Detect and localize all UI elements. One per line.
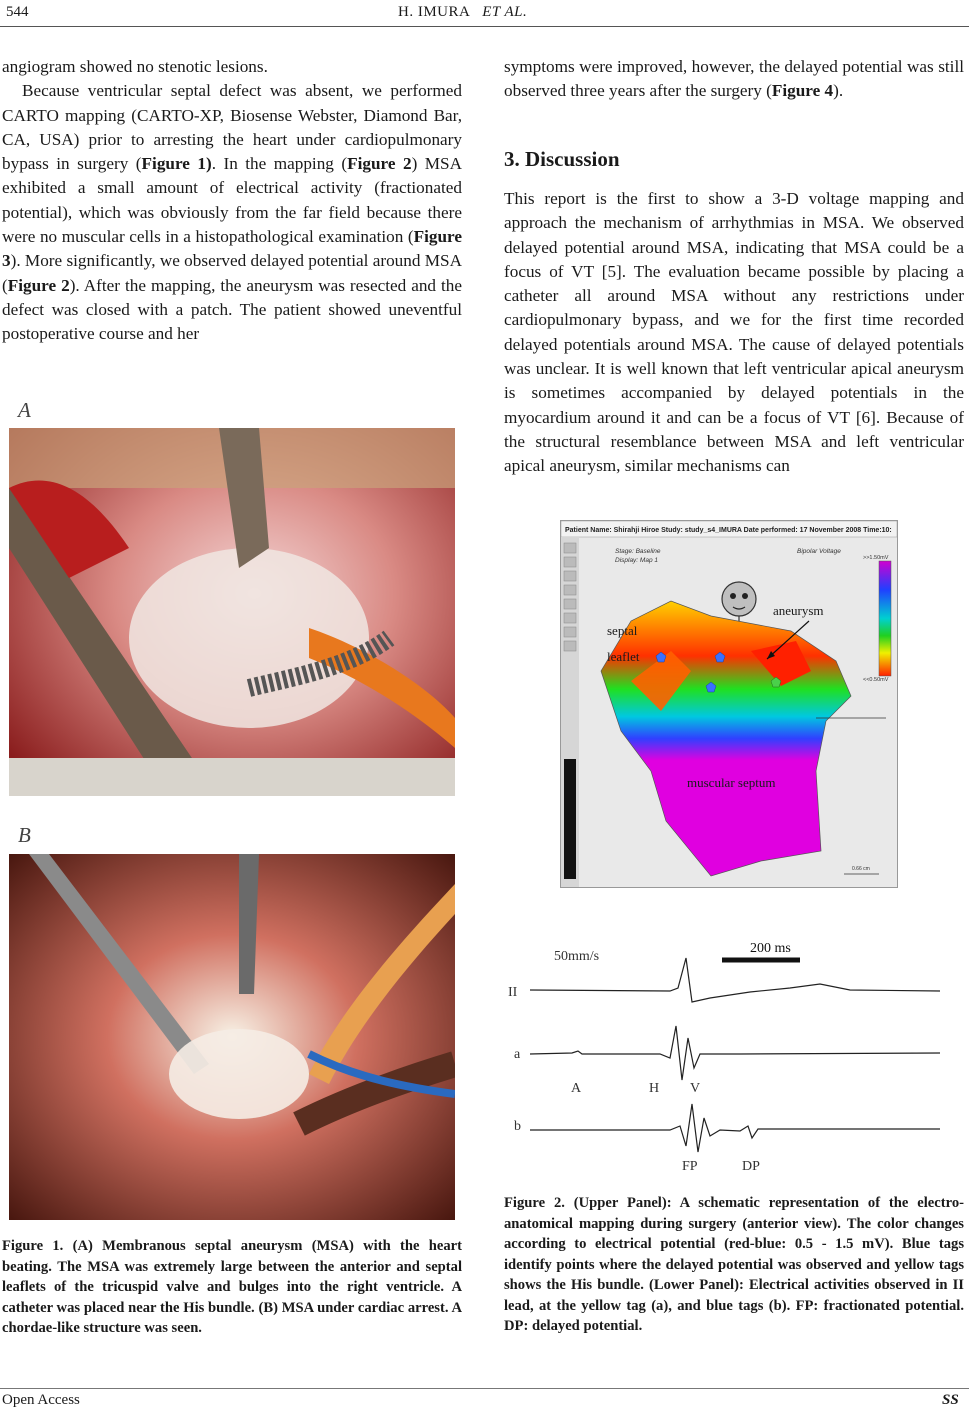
map-header-text: Patient Name: Shirahji Hiroe Study: stud… (565, 527, 892, 534)
figure-ref[interactable]: Figure 2 (7, 275, 70, 295)
lead-label-ii: II (508, 985, 518, 1000)
mark-v: V (690, 1081, 700, 1096)
figure-ref[interactable]: Figure 1) (141, 154, 212, 174)
mark-dp: DP (742, 1159, 760, 1174)
figure1-caption: Figure 1. (A) Membranous septal aneurysm… (2, 1238, 462, 1336)
page-number: 544 (6, 4, 29, 20)
figure2-ecg-panel: 50mm/s 200 ms II a A H V b FP DP (500, 930, 966, 1180)
left-column-text: angiogram showed no stenotic lesions. Be… (2, 55, 462, 347)
mark-fp: FP (682, 1159, 698, 1174)
map-scale-bottom: <<0.50mV (863, 677, 889, 683)
map-label-muscular-septum: muscular septum (687, 775, 775, 790)
mark-h: H (649, 1081, 659, 1096)
footer-open-access: Open Access (2, 1392, 80, 1408)
map-label-septal: septal (607, 623, 638, 638)
map-label-leaflet: leaflet (607, 649, 640, 664)
figure2-caption: Figure 2. (Upper Panel): A schematic rep… (504, 1195, 964, 1334)
figure1-photo-a (9, 428, 455, 796)
ecg-trace-a (529, 1025, 941, 1081)
footer-rule (0, 1388, 969, 1389)
paragraph-continuation: symptoms were improved, however, the del… (504, 57, 964, 101)
figure2-map-panel: Patient Name: Shirahji Hiroe Study: stud… (560, 520, 898, 888)
header-rule (0, 26, 969, 27)
ecg-trace-b (530, 1103, 940, 1153)
footer-journal: SS (942, 1392, 959, 1408)
map-scale-top: >>1.50mV (863, 555, 889, 561)
running-title-etal: ET AL. (482, 4, 528, 20)
discussion-paragraph: This report is the first to show a 3-D v… (504, 189, 964, 476)
figure-ref[interactable]: Figure 2 (347, 154, 412, 174)
map-label-aneurysm: aneurysm (773, 603, 824, 618)
lead-label-a: a (514, 1047, 521, 1062)
section-heading: 3. Discussion (504, 147, 620, 171)
right-column-top-text: symptoms were improved, however, the del… (504, 55, 964, 104)
figure-ref[interactable]: Figure 4 (771, 81, 834, 101)
map-mode: Bipolar Voltage (797, 548, 841, 555)
paragraph-2: Because ventricular septal defect was ab… (2, 81, 463, 344)
ecg-trace-ii (529, 957, 941, 1003)
lead-label-b: b (514, 1119, 521, 1134)
figure1-photo-b (9, 854, 455, 1220)
figure1-label-b: B (18, 823, 31, 847)
map-display: Display: Map 1 (615, 557, 658, 564)
map-scale-bar: 0.66 cm (852, 866, 870, 872)
figure-ref[interactable]: Figure 3 (2, 227, 462, 271)
ecg-speed: 50mm/s (554, 949, 599, 964)
mark-a: A (571, 1081, 582, 1096)
paragraph-1: angiogram showed no stenotic lesions. (2, 57, 268, 76)
figure1-label-a: A (18, 398, 31, 422)
running-title: H. IMURA ET AL. (398, 4, 527, 21)
running-title-authors: H. IMURA (398, 4, 470, 20)
ecg-scale-label: 200 ms (750, 941, 791, 956)
map-stage: Stage: Baseline (615, 548, 661, 555)
discussion-text: This report is the first to show a 3-D v… (504, 187, 964, 479)
